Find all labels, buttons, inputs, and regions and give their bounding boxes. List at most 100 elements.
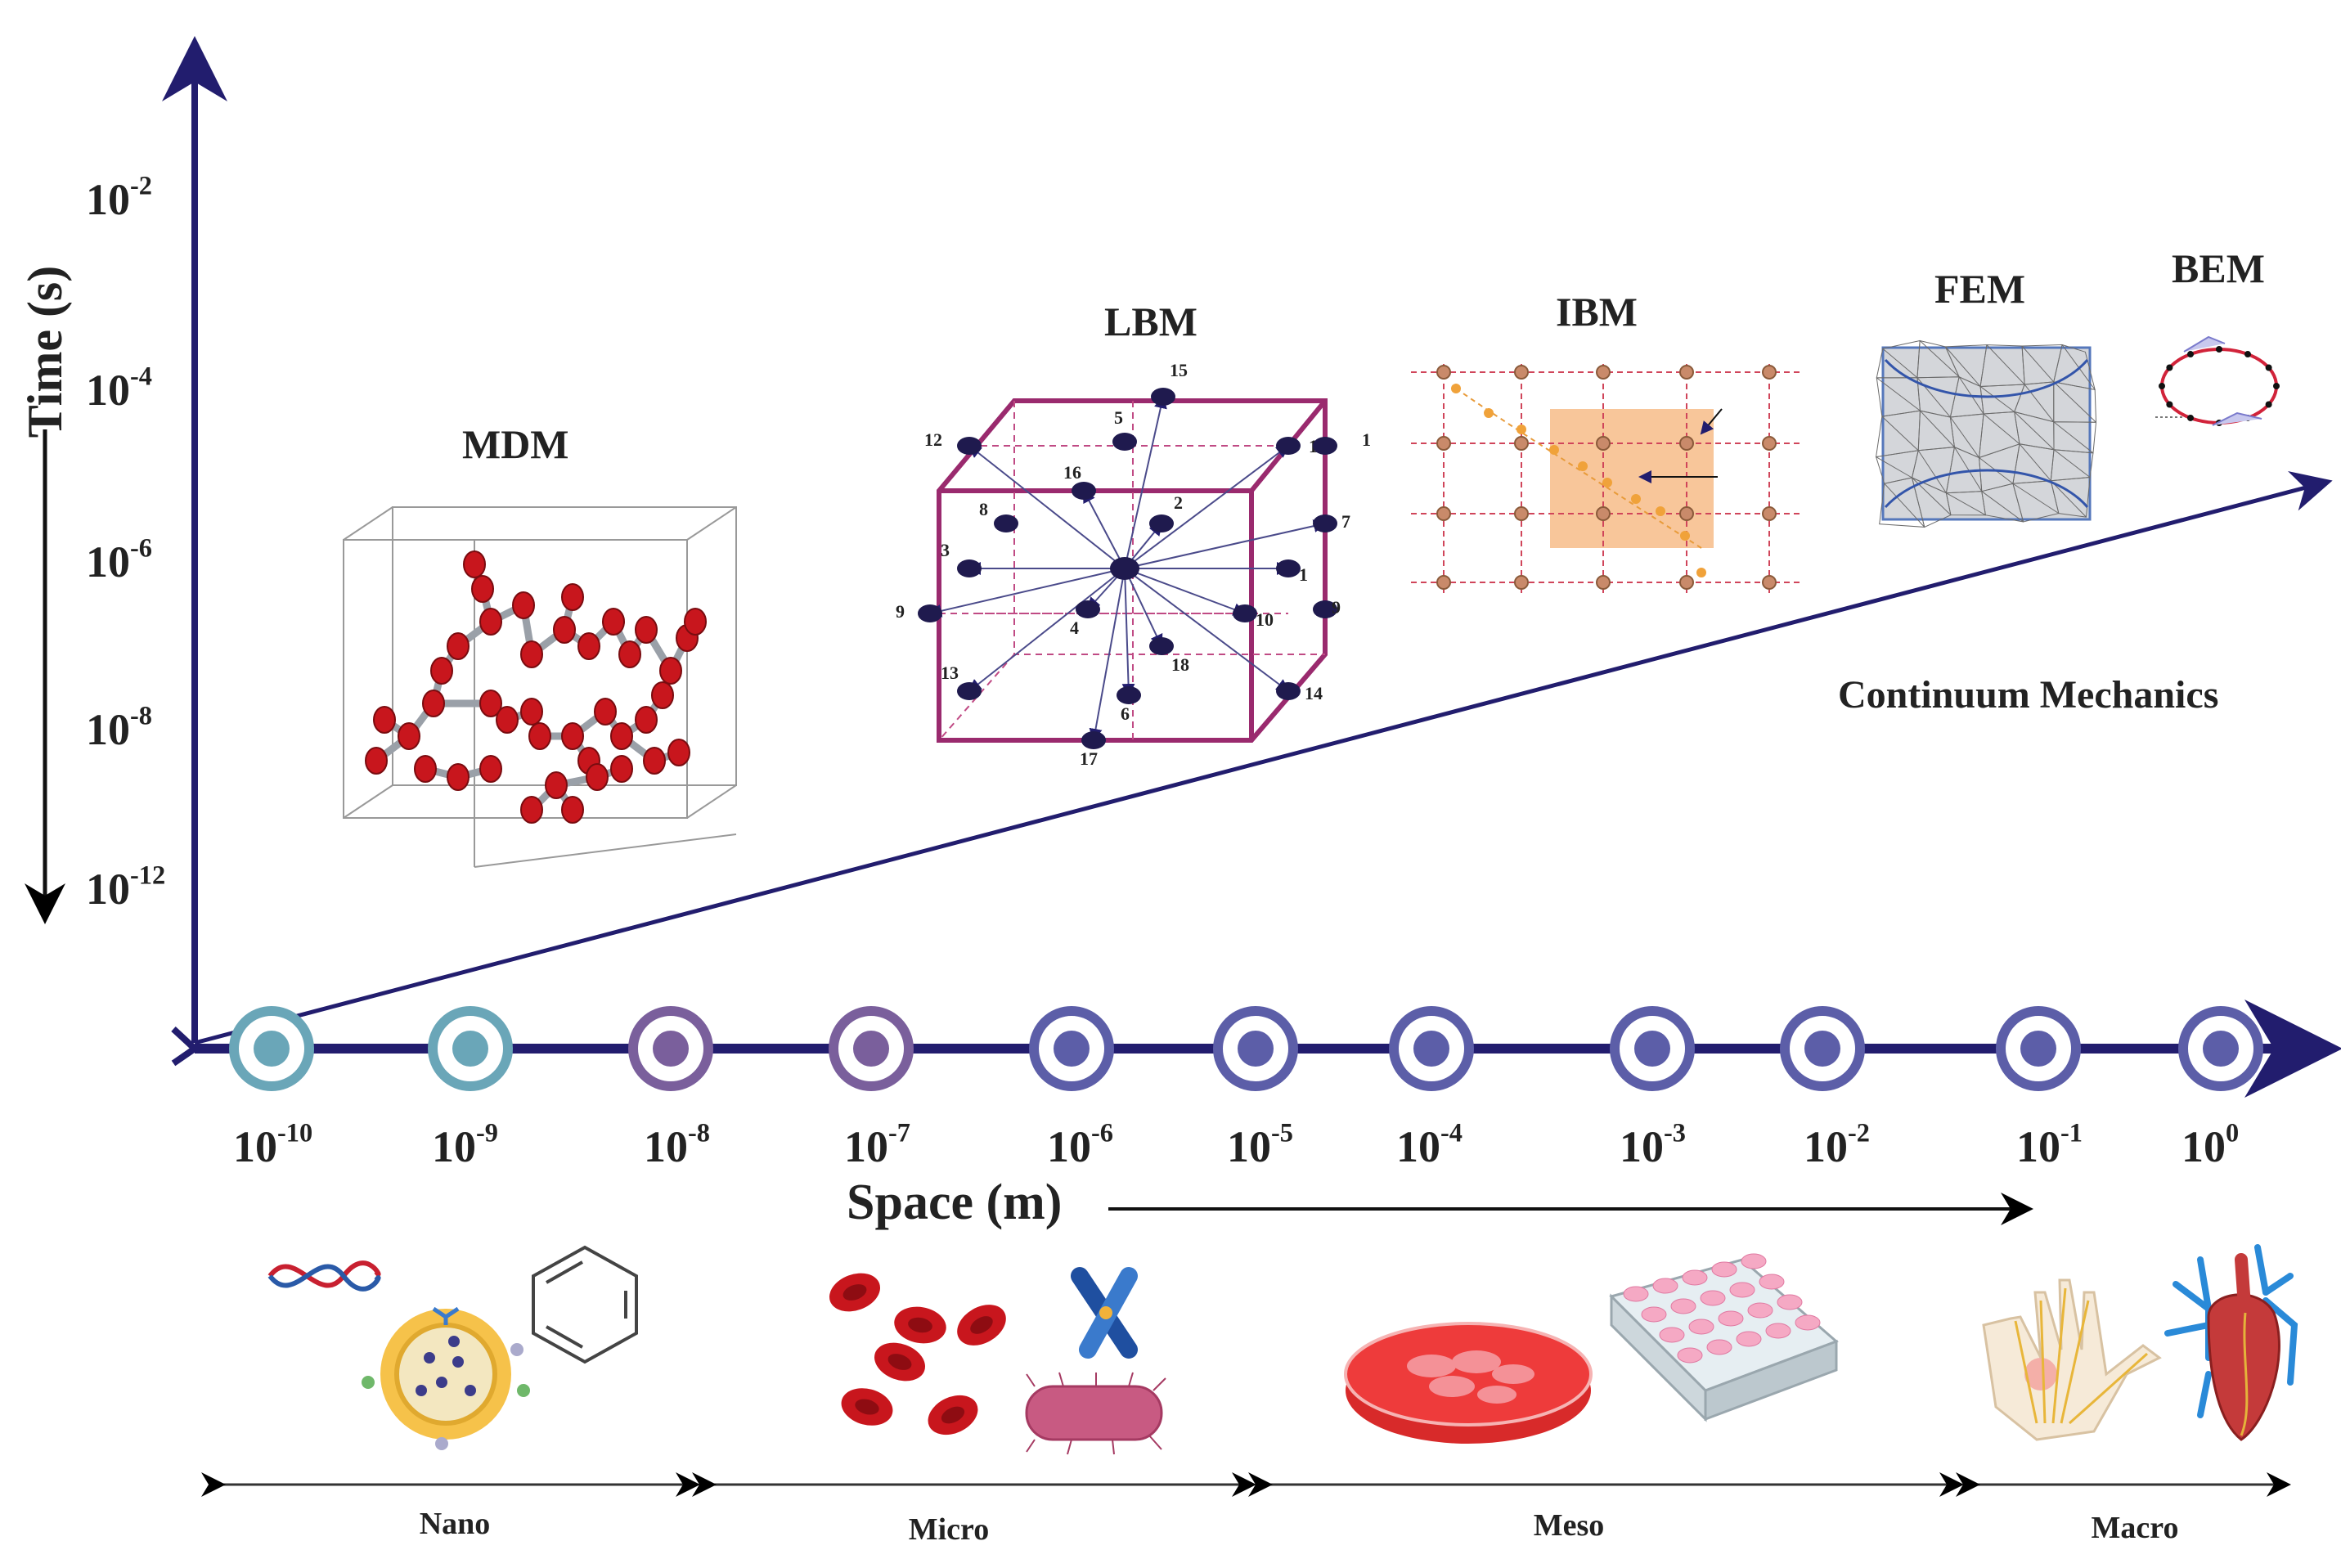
scale-node [1610, 1006, 1695, 1091]
space-tick-label-base: 10 [2016, 1122, 2060, 1171]
space-tick-label-base: 10 [2181, 1122, 2226, 1171]
scale-node [428, 1006, 513, 1091]
space-axis-label: Space (m) [847, 1175, 1062, 1230]
space-nodes [229, 1006, 2263, 1091]
time-axis-label: Time (s) [18, 266, 72, 438]
space-tick-label-exponent: -8 [688, 1119, 710, 1148]
time-tick-label-base: 10 [86, 705, 130, 754]
lbm-node: 17 [1080, 731, 1106, 769]
bem-title: BEM [2172, 245, 2265, 291]
time-tick-label-base: 10 [86, 366, 130, 415]
benzene-icon [532, 1245, 638, 1364]
space-tick-label-exponent: -7 [888, 1119, 910, 1148]
space-tick-label-base: 10 [432, 1122, 476, 1171]
lbm-node-label: 10 [1256, 609, 1274, 630]
scale-node [829, 1006, 914, 1091]
space-tick-label-base: 10 [1804, 1122, 1848, 1171]
lbm-node-label: 9 [896, 601, 905, 622]
lbm-node-label: 1 [1362, 429, 1371, 450]
lbm-node: 10 [1233, 604, 1274, 630]
space-tick-label: 10-3 [1620, 1119, 1686, 1171]
red-blood-cell [957, 1305, 1006, 1346]
ibm-points [1436, 365, 1777, 590]
origin-arrowhead [171, 1027, 200, 1067]
space-tick-label: 10-4 [1396, 1119, 1463, 1171]
lbm-node-label: 13 [941, 663, 959, 683]
lbm-node: 12 [924, 429, 982, 455]
lbm-node-label: 8 [979, 499, 988, 519]
lbm-panel: LBM [896, 299, 1371, 769]
time-tick-label-exponent: -12 [130, 861, 165, 891]
lbm-node: 1 [1276, 559, 1308, 585]
lbm-node: 9 [896, 601, 942, 622]
lbm-node: 6 [1117, 686, 1141, 724]
heart-icon [2164, 1244, 2298, 1441]
micro-illustrations [829, 1267, 1166, 1455]
ibm-title: IBM [1556, 289, 1638, 335]
hand-icon [1982, 1278, 2162, 1441]
lbm-node: 8 [979, 499, 1018, 532]
petri-dish-icon [1344, 1322, 1593, 1444]
space-tick-label-exponent: -3 [1664, 1119, 1686, 1148]
micro-label: Micro [909, 1512, 989, 1547]
space-tick-label-exponent: -6 [1091, 1119, 1113, 1148]
time-tick-label-base: 10 [86, 175, 130, 224]
space-tick-label: 100 [2181, 1119, 2239, 1171]
scale-node [2178, 1006, 2263, 1091]
red-blood-cells-icon [829, 1273, 1006, 1435]
lbm-node-label: 1 [1299, 564, 1308, 585]
lbm-node-label: 2 [1174, 492, 1183, 513]
time-tick-label: 10-4 [86, 362, 152, 415]
lbm-node: 16 [1063, 462, 1096, 500]
space-tick-label: 10-8 [644, 1119, 710, 1171]
space-tick-label-exponent: -1 [2060, 1119, 2083, 1148]
space-tick-label-base: 10 [644, 1122, 688, 1171]
space-tick-label: 10-9 [432, 1119, 498, 1171]
dna-icon [267, 1260, 381, 1292]
lbm-node: 18 [1149, 637, 1189, 675]
lbm-node-label: 16 [1063, 462, 1081, 483]
space-tick-label-base: 10 [1047, 1122, 1091, 1171]
space-tick-label: 10-6 [1047, 1119, 1113, 1171]
lbm-node-label: 6 [1121, 703, 1130, 724]
axes: Time (s) Space (m) [18, 36, 2341, 1230]
ibm-grid-icon [1411, 364, 1800, 593]
lbm-node-label: 7 [1341, 511, 1350, 532]
scale-node [628, 1006, 713, 1091]
space-tick-label-base: 10 [1396, 1122, 1440, 1171]
lbm-node: 13 [941, 663, 982, 700]
lbm-node: 3 [941, 540, 982, 577]
macro-label: Macro [2092, 1511, 2179, 1545]
lbm-center-node [1110, 557, 1139, 580]
macro-illustrations [1982, 1244, 2298, 1441]
bem-panel: BEM [2155, 245, 2280, 426]
space-tick-label-base: 10 [233, 1122, 277, 1171]
lbm-node: 9 [1313, 597, 1341, 618]
lbm-node: 15 [1151, 360, 1188, 406]
nano-label: Nano [420, 1507, 491, 1541]
lbm-node-label: 18 [1171, 654, 1189, 675]
scale-node [1780, 1006, 1865, 1091]
time-tick-label-base: 10 [86, 537, 130, 586]
lbm-nodes: 15512111162873199410131861417 [896, 360, 1371, 769]
continuum-mechanics-label: Continuum Mechanics [1838, 673, 2218, 717]
lbm-node: 1 [1313, 429, 1371, 455]
space-tick-label: 10-2 [1804, 1119, 1870, 1171]
lbm-title: LBM [1104, 299, 1197, 344]
lbm-node-label: 4 [1070, 618, 1079, 638]
red-blood-cell [829, 1273, 880, 1312]
time-tick-label-exponent: -6 [130, 534, 152, 564]
scale-node [1029, 1006, 1114, 1091]
space-tick-label-base: 10 [844, 1122, 888, 1171]
nano-illustrations [267, 1245, 638, 1450]
lbm-node: 4 [1070, 600, 1100, 638]
space-tick-label-exponent: -5 [1271, 1119, 1293, 1148]
time-tick-label: 10-12 [86, 861, 165, 914]
space-tick-label: 10-7 [844, 1119, 910, 1171]
time-tick-label: 10-2 [86, 172, 152, 224]
space-tick-label-exponent: 0 [2226, 1119, 2239, 1148]
red-blood-cell [894, 1306, 946, 1344]
space-tick-label-exponent: -9 [476, 1119, 498, 1148]
time-tick-label-exponent: -2 [130, 172, 152, 201]
